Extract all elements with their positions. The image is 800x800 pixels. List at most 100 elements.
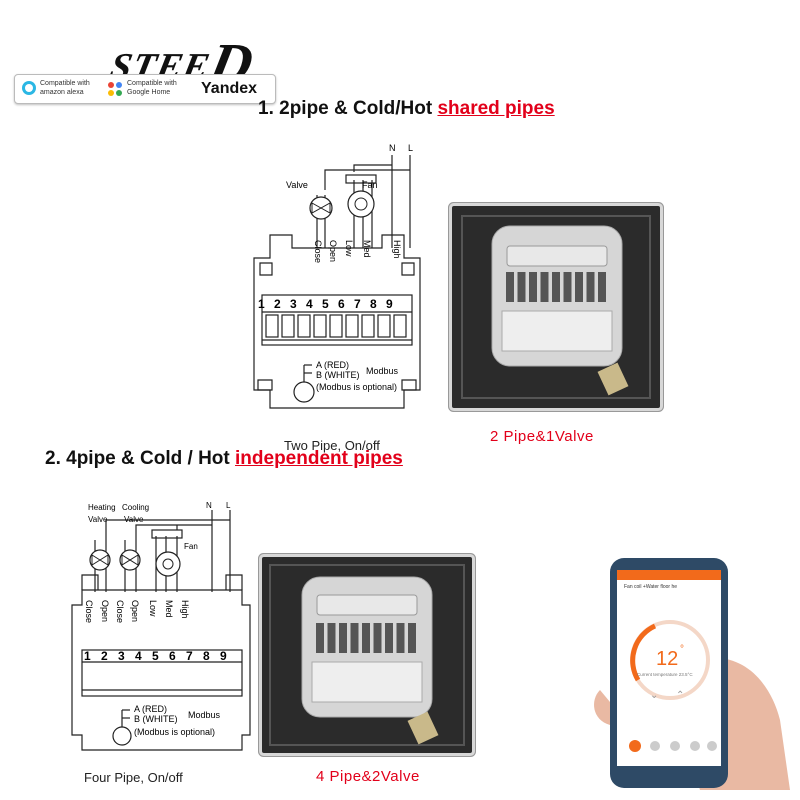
heating-valve-label: Valve (88, 515, 108, 524)
terminal-number: 5 (152, 649, 159, 663)
terminal-label-close: Close (84, 600, 94, 623)
alexa-line1: Compatible with (40, 80, 90, 87)
steed-logo: STEED (106, 20, 260, 96)
terminal-number: 3 (118, 649, 125, 663)
google-home-icon (108, 82, 122, 96)
n-label: N (389, 143, 396, 153)
terminal-number: 7 (354, 297, 361, 311)
modbus-note: (Modbus is optional) (316, 382, 397, 392)
section1-heading-prefix: 1. 2pipe & Cold/Hot (258, 98, 438, 119)
terminal-label-high: High (180, 600, 190, 619)
alexa-icon (22, 81, 36, 95)
l-label: L (408, 143, 413, 153)
temperature-arc (630, 623, 657, 682)
terminal-number: 6 (338, 297, 345, 311)
fan-label: Fan (362, 180, 378, 190)
terminal-pin (316, 623, 324, 653)
terminal-label-low: Low (148, 600, 158, 617)
terminal-slot (297, 314, 311, 338)
section2-heading-prefix: 2. 4pipe & Cold / Hot (45, 448, 236, 469)
section1-photo-caption: 2 Pipe&1Valve (490, 428, 594, 445)
terminal-slot (377, 314, 391, 338)
terminal-pin (552, 272, 560, 302)
down-chevron-icon[interactable]: ⌄ (650, 690, 658, 701)
two-pipe-wiring-diagram: Valve Fan N L Close Open Low Med High 1 … (253, 143, 421, 409)
valve-label: Valve (286, 180, 308, 190)
l-label: L (226, 501, 231, 510)
heating-valve-icon (89, 549, 111, 571)
terminal-number: 2 (274, 297, 281, 311)
up-chevron-icon[interactable]: ⌃ (676, 690, 684, 701)
terminal-slot (361, 314, 375, 338)
terminal-pin (373, 623, 382, 653)
terminal-label-high: High (392, 240, 402, 259)
section1-heading-highlight: shared pipes (437, 98, 555, 119)
terminal-number: 6 (169, 649, 176, 663)
terminal-label-low: Low (344, 240, 354, 257)
terminal-slot (393, 314, 407, 338)
terminal-slot (329, 314, 343, 338)
alexa-line2: amazon alexa (40, 89, 84, 96)
terminal-number: 4 (135, 649, 142, 663)
terminal-label-open: Open (100, 600, 110, 622)
terminal-number: 8 (203, 649, 210, 663)
mode-icon[interactable] (650, 741, 660, 751)
four-pipe-wiring-diagram: Heating Valve Cooling Valve Fan N L Clos… (71, 501, 251, 751)
fan-speed-icon[interactable] (670, 741, 680, 751)
section2-heading-highlight: independent pipes (235, 448, 403, 469)
valve-icon (309, 196, 333, 220)
terminal-pin (529, 272, 537, 302)
thermostat-back-photo-4pipe (262, 557, 472, 753)
compatibility-badge: Compatible with amazon alexa Compatible … (14, 74, 276, 104)
fan-icon (155, 551, 181, 577)
terminal-number: 1 (258, 297, 265, 311)
terminal-pin (339, 623, 347, 653)
terminal-pin (598, 272, 606, 302)
terminal-slot (313, 314, 327, 338)
temperature-unit: ° (680, 644, 684, 655)
terminal-pin (540, 272, 549, 302)
cooling-label: Cooling (122, 503, 149, 512)
terminal-pin (575, 272, 583, 302)
terminal-label-close: Close (313, 240, 323, 263)
terminal-label-close: Close (115, 600, 125, 623)
cooling-valve-icon (119, 549, 141, 571)
power-button[interactable] (629, 740, 641, 752)
schedule-icon[interactable] (690, 741, 700, 751)
app-title: Fan coil +Water floor he (624, 584, 677, 590)
terminal-label-open: Open (328, 240, 338, 262)
terminal-number: 5 (322, 297, 329, 311)
terminal-pin (327, 623, 336, 653)
terminal-number: 1 (84, 649, 91, 663)
terminal-pin (362, 623, 370, 653)
google-line1: Compatible with (127, 80, 177, 87)
terminal-slot (281, 314, 295, 338)
terminal-number: 4 (306, 297, 313, 311)
temperature-value: 12 (656, 648, 678, 670)
heating-label: Heating (88, 503, 116, 512)
terminal-pin (385, 623, 393, 653)
fan-label: Fan (184, 542, 198, 551)
cooling-valve-label: Valve (124, 515, 144, 524)
thermostat-back-illustration (269, 564, 465, 746)
modbus-label: Modbus (366, 366, 399, 376)
terminal-pin (506, 272, 514, 302)
yandex-label: Yandex (201, 80, 258, 97)
google-line2: Google Home (127, 89, 171, 96)
terminal-label-med: Med (164, 600, 174, 618)
terminal-pin (586, 272, 595, 302)
settings-icon[interactable] (707, 741, 717, 751)
section1-heading: 1. 2pipe & Cold/Hot shared pipes (258, 98, 555, 120)
section2-caption: Four Pipe, On/off (84, 770, 183, 785)
modbus-a-label: A (RED) (134, 704, 167, 714)
terminal-slot (265, 314, 279, 338)
terminal-pin (350, 623, 359, 653)
section1-caption: Two Pipe, On/off (284, 438, 380, 453)
phone-in-hand: 12 ° Current temperature 23.5°C Fan coil… (594, 558, 790, 790)
section2-heading: 2. 4pipe & Cold / Hot independent pipes (45, 448, 403, 470)
terminal-label-med: Med (362, 240, 372, 258)
thermostat-back-photo-2pipe (452, 206, 660, 408)
modbus-note: (Modbus is optional) (134, 727, 215, 737)
modbus-label: Modbus (188, 710, 221, 720)
terminal-pin (396, 623, 405, 653)
